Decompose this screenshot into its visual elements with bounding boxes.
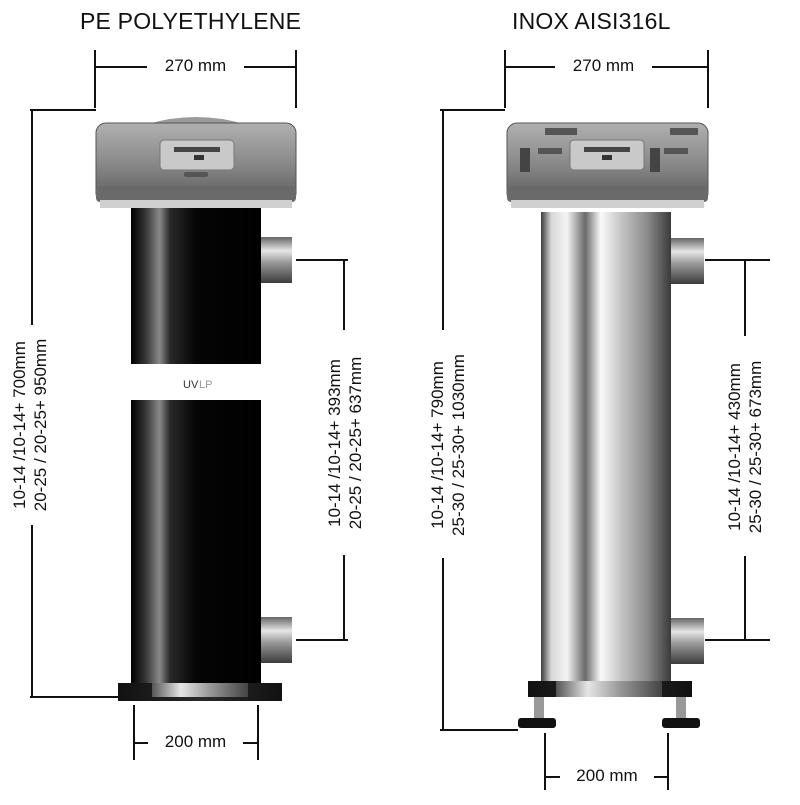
inox-title: INOX AISI316L: [512, 8, 671, 34]
inox-base-ring: [556, 681, 662, 697]
pe-controller-lip: [96, 186, 296, 202]
pe-panel-button: [194, 155, 204, 160]
inox-right-switch: [664, 148, 688, 154]
pe-display: [174, 147, 220, 152]
pe-inlet-pipe: [258, 617, 292, 663]
pe-height-label: 10-14 /10-14+ 700mm 20-25 / 20-25+ 950mm: [9, 325, 51, 525]
inox-left-display: [545, 128, 577, 135]
pe-title: PE POLYETHYLENE: [80, 8, 302, 34]
inox-unit: [440, 50, 770, 790]
pe-unit: UV LP: [30, 50, 348, 760]
inox-foot-stem-left: [534, 697, 544, 719]
inox-ports-label: 10-14 /10-14+ 430mm 25-30 / 25-30+ 673mm: [724, 342, 766, 552]
pe-ports-line-1: 10-14 /10-14+ 393mm: [325, 359, 344, 527]
inox-foot-right: [662, 718, 700, 728]
inox-height-line-2: 25-30 / 25-30+ 1030mm: [449, 354, 468, 536]
inox-height-line-1: 10-14 /10-14+ 790mm: [428, 361, 447, 529]
pe-band-uv: UV: [183, 379, 199, 391]
pe-ports-label: 10-14 /10-14+ 393mm 20-25 / 20-25+ 637mm: [324, 338, 366, 548]
pe-width-base-label: 200 mm: [164, 732, 227, 751]
pe-controller-cap: [148, 117, 244, 124]
pe-height-line-2: 20-25 / 20-25+ 950mm: [31, 338, 50, 512]
inox-outlet-pipe: [668, 238, 704, 284]
pe-band-lp: LP: [199, 379, 212, 391]
inox-height-label: 10-14 /10-14+ 790mm 25-30 / 25-30+ 1030m…: [427, 330, 469, 560]
inox-display: [584, 147, 630, 152]
inox-foot-left: [518, 718, 556, 728]
inox-ports-line-2: 25-30 / 25-30+ 673mm: [746, 360, 765, 534]
pe-ports-line-2: 20-25 / 20-25+ 637mm: [346, 356, 365, 530]
pe-label-band: [131, 364, 261, 400]
inox-width-base-label: 200 mm: [576, 766, 638, 785]
inox-right-display: [670, 128, 698, 135]
inox-inlet-pipe: [668, 618, 704, 664]
pe-height-line-1: 10-14 /10-14+ 700mm: [10, 341, 29, 509]
pe-width-top-label: 270 mm: [164, 56, 227, 75]
pe-outlet-pipe: [258, 237, 292, 283]
inox-controller-rim: [511, 200, 704, 208]
pe-panel-slot: [184, 172, 208, 177]
pe-cylinder: [131, 208, 261, 685]
pe-base-ring: [152, 683, 248, 697]
inox-left-indicators: [520, 148, 530, 172]
inox-left-switch: [538, 148, 562, 154]
inox-controller-lip: [507, 186, 708, 202]
inox-cylinder: [541, 212, 671, 685]
inox-foot-stem-right: [676, 697, 686, 719]
inox-panel-button: [602, 155, 612, 160]
inox-right-indicators: [650, 148, 660, 172]
inox-width-top-label: 270 mm: [572, 56, 635, 75]
inox-ports-line-1: 10-14 /10-14+ 430mm: [725, 363, 744, 531]
pe-controller-rim: [100, 200, 292, 208]
